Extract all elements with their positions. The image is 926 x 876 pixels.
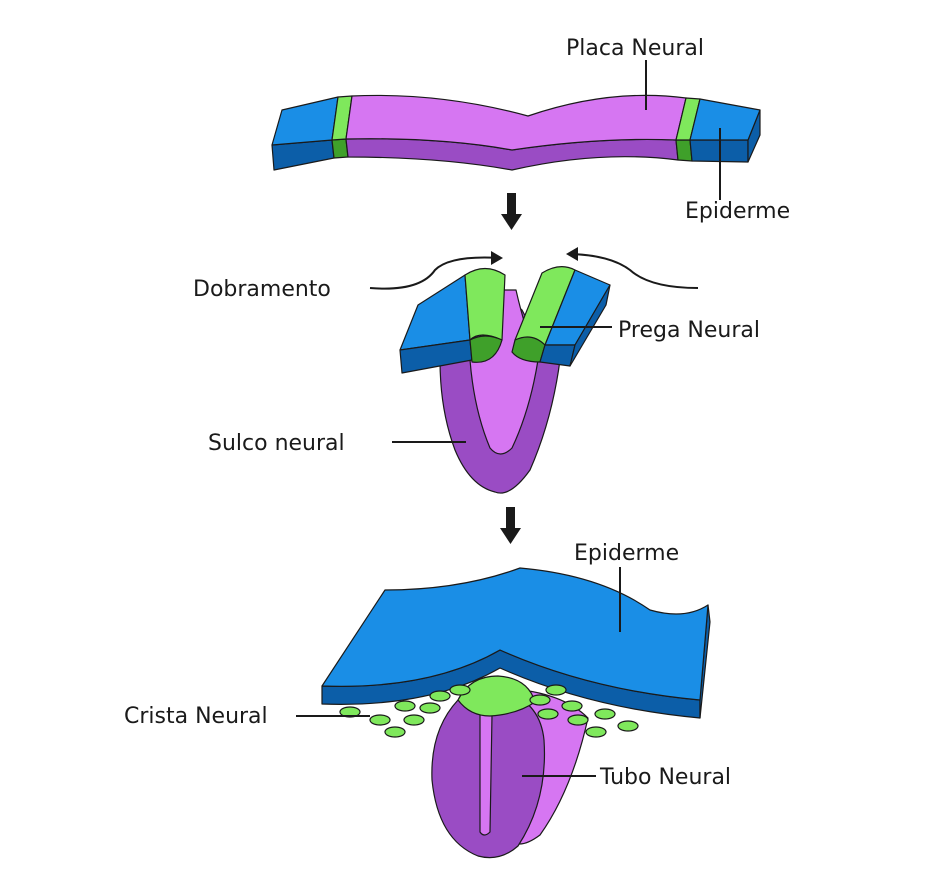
fold-left-crest-front (469, 335, 503, 363)
folding-arrow-left (369, 256, 501, 290)
crest-cell (545, 684, 567, 696)
label-epiderme-bottom: Epiderme (574, 541, 679, 566)
fold-left-crest (464, 267, 506, 341)
crest-cell (384, 726, 406, 738)
plate-left-epidermis-top (271, 96, 339, 146)
folding-arrow-right (569, 253, 699, 289)
crest-cell (561, 700, 583, 712)
tube-lumen (479, 706, 493, 836)
plate-right-epidermis-top (689, 98, 761, 141)
label-dobramento: Dobramento (193, 277, 331, 302)
fold-right-epidermis-side (569, 284, 611, 367)
label-crista-neural: Crista Neural (124, 704, 268, 729)
stage-neural-plate (271, 94, 761, 171)
neural-crest-cells (339, 684, 639, 738)
crest-cell (585, 726, 607, 738)
crest-cell (617, 720, 639, 732)
crest-cell (567, 714, 589, 726)
crest-cell (537, 708, 559, 720)
crest-cell (394, 700, 416, 712)
crest-cell (419, 702, 441, 714)
label-placa-neural: Placa Neural (566, 36, 704, 61)
folding-arrowhead-left (491, 251, 503, 265)
label-prega-neural: Prega Neural (618, 318, 760, 343)
crest-cell (529, 694, 551, 706)
stage-neural-groove (399, 266, 611, 494)
label-sulco-neural: Sulco neural (208, 431, 345, 456)
label-epiderme-top: Epiderme (685, 199, 790, 224)
fold-right-epidermis-front (539, 344, 576, 367)
plate-left-crest-front (331, 138, 349, 159)
down-arrow-1 (501, 193, 522, 230)
crest-cell (369, 714, 391, 726)
down-arrow-2 (500, 507, 521, 544)
crest-cell (594, 708, 616, 720)
crest-cell (403, 714, 425, 726)
folding-arrowhead-right (566, 247, 578, 261)
crest-cell (449, 684, 471, 696)
crest-cell (429, 690, 451, 702)
epidermis-sheet-top (321, 567, 709, 701)
label-tubo-neural: Tubo Neural (599, 765, 731, 790)
plate-right-crest-front (675, 139, 693, 162)
stage-neural-tube (321, 567, 711, 859)
